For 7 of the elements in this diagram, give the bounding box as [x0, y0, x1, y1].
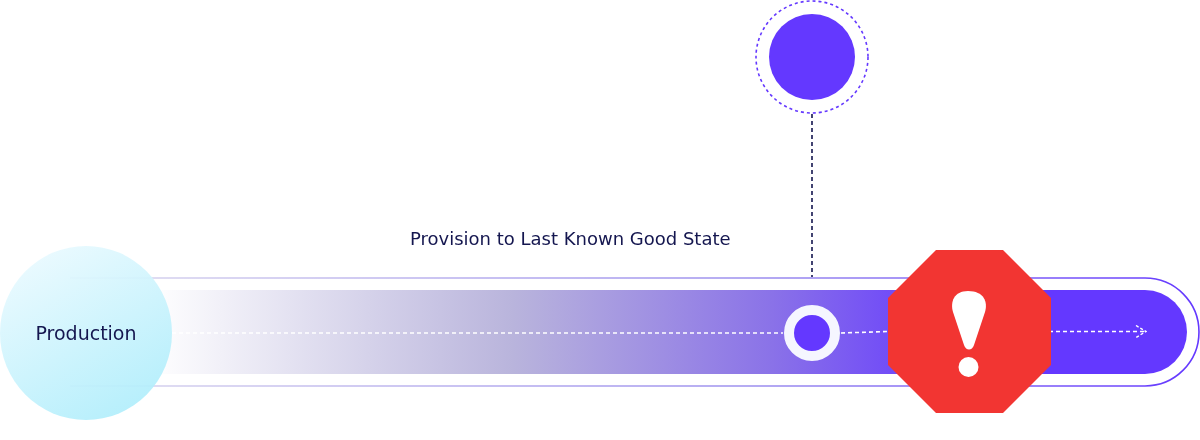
- dashed-connector: [840, 330, 889, 334]
- bar-title: Provision to Last Known Good State: [410, 228, 731, 249]
- dashed-connector: [811, 113, 813, 278]
- node-label: Production: [35, 322, 137, 344]
- ring-marker: [783, 304, 841, 362]
- dashed-ring-circle: [755, 0, 869, 114]
- warning-octagon: [888, 250, 1051, 413]
